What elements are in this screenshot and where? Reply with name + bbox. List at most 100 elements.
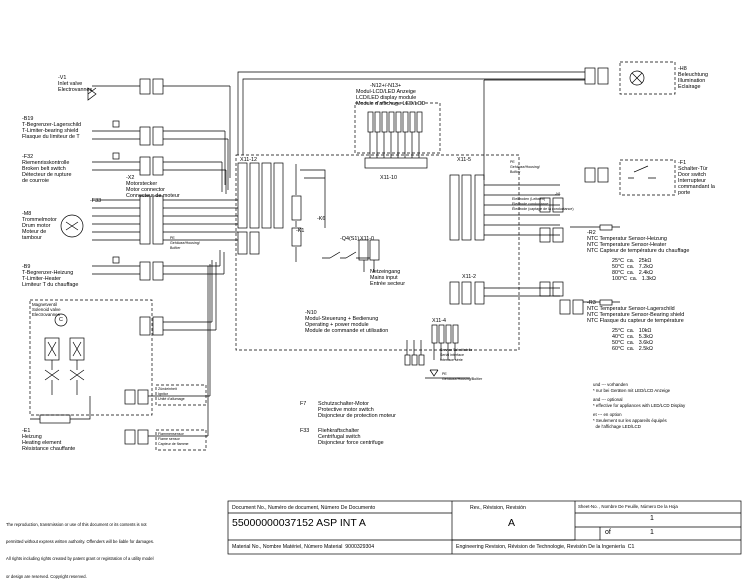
n1-label-1: Elektroden (Leitwert) <box>512 197 546 201</box>
n1-label-2: Electrode conductance <box>512 202 549 206</box>
solenoid-label-3: Electrovannes <box>32 312 60 317</box>
solenoid-c-marker: C <box>59 317 63 323</box>
note-3: and --- optional <box>593 397 623 402</box>
x11-12-ref: X11-12 <box>240 157 257 163</box>
x2-ref: -X2 <box>126 175 135 181</box>
n12-connector: X11-10 <box>380 175 397 181</box>
pe-right-label-1: PE <box>510 160 515 164</box>
b9-label-3: Limiteur T du chauffage <box>22 282 79 288</box>
note-5: et --- en option <box>593 412 622 417</box>
f32-label-4: de courroie <box>22 178 49 184</box>
of-value: 1 <box>650 529 654 536</box>
m8-label-4: tambour <box>22 235 42 241</box>
e1-ref: -E1 <box>22 428 31 434</box>
x11-2-ref: X11-2 <box>462 274 476 280</box>
solenoid-label-1: Magnetventil <box>32 302 57 307</box>
k1-ref: -K1 <box>296 228 305 234</box>
n12-label-1: Modul-LCD/LED Anzeige <box>356 89 416 95</box>
k6-ref: -K6 <box>317 216 326 222</box>
m8-label-3: Moteur de <box>22 229 47 235</box>
r3-value-3: 50°C ca. 3.6kΩ <box>612 340 653 346</box>
pe-left-label-3: Boîtier <box>170 246 181 250</box>
pe-left-label-1: PE <box>170 236 175 240</box>
pe-left-label-2: Gehäuse/Housing/ <box>170 241 200 245</box>
flame-label-1: Flammensensor <box>158 432 184 436</box>
x11-4-ref: X11-4 <box>432 318 446 324</box>
r2-ref: -R2 <box>587 230 596 236</box>
x11-0-label-2: Mains input <box>370 275 398 281</box>
b9-label-2: T-Limiter-Heater <box>22 276 61 282</box>
f1-label-1: Schalter-Tür <box>678 166 708 172</box>
f32-label-2: Broken belt switch <box>22 166 66 172</box>
h8-ref: -H8 <box>678 66 687 72</box>
n12-label-3: Module d'affichage LED/LCD <box>356 101 426 107</box>
r3-label-2: NTC Temperature Sensor-Bearing shield <box>587 312 685 318</box>
of-label: of <box>605 529 611 536</box>
f33-ref: -F33 <box>90 198 102 204</box>
b19-label-2: T-Limiter-bearing shield <box>22 128 79 134</box>
v1-ref: -V1 <box>58 75 67 81</box>
n12-label-2: LCD/LED display module <box>356 95 417 101</box>
legend-f7-label-3: Disjoncteur de protection moteur <box>318 413 396 419</box>
f32-ref: -F32 <box>22 154 34 160</box>
sheet-value: 1 <box>650 515 654 522</box>
left-connector-column <box>124 78 164 445</box>
pe-bottom-label-1: PE <box>442 372 447 376</box>
material-number: Material No., Nombre Matériel, Número Ma… <box>232 544 375 550</box>
x2-label-1: Motorstecker <box>126 181 158 187</box>
r3-ref: -R3 <box>587 300 596 306</box>
r3-label-1: NTC Temperatur Sensor-Lagerschild <box>587 306 675 312</box>
e1-label-2: Heating element <box>22 440 62 446</box>
disclaimer-line-1: The reproduction, transmission or use of… <box>6 521 147 527</box>
x11-5-ref: X11-5 <box>457 157 471 163</box>
e1-label-3: Résistance chauffante <box>22 446 76 452</box>
h8-label-3: Eclairage <box>678 84 701 90</box>
note-6: * Seulement sur les appareils équipés <box>593 418 667 423</box>
b9-ref: -B9 <box>22 264 31 270</box>
x11-0-ref: X11-0 <box>360 236 374 242</box>
legend-f33-label-3: Disjoncteur force centrifuge <box>318 440 384 446</box>
disclaimer-line-2: permitted without express written author… <box>6 538 155 544</box>
m8-label-1: Trommelmotor <box>22 217 57 223</box>
service-label-2: Serial interface <box>440 353 464 357</box>
x2-label-3: Connecteur de moteur <box>126 193 180 199</box>
r3-label-3: NTC Flasque du capteur de température <box>587 318 684 324</box>
flame-label-3: Capteur de flamme <box>158 442 189 446</box>
r2-label-2: NTC Temperature Sensor-Heater <box>587 242 667 248</box>
r2-value-2: 50°C ca. 7.2kΩ <box>612 264 653 270</box>
f1-ref: -F1 <box>678 160 687 166</box>
disclaimer-line-4: or design are reserved. Copyright reserv… <box>6 573 87 579</box>
f1-label-2: Door switch <box>678 172 707 178</box>
h8-label-1: Beleuchtung <box>678 72 708 78</box>
v1-label-1: Inlet valve <box>58 81 83 87</box>
ignitor-label-1: Zündeinheit <box>158 387 177 391</box>
x2-label-2: Motor connector <box>126 187 165 193</box>
pe-right-label-2: Gehäuse/Housing/ <box>510 165 540 169</box>
legend-f7-ref: F7 <box>300 401 307 407</box>
ignitor-label-2: Ignitor <box>158 392 168 396</box>
note-1: und --- vorhanden <box>593 382 628 387</box>
r3-value-2: 40°C ca. 5.3kΩ <box>612 334 653 340</box>
n10-label-1: Modul-Steuerung + Bedienung <box>305 316 379 322</box>
pe-bottom-label-2: Gehäuse/Housing/Boîtier <box>442 377 483 381</box>
disclaimer-line-3: All rights including rights created by p… <box>6 556 154 562</box>
note-7: de l'affichage LED/LCD <box>593 424 641 429</box>
service-label-1: Service Schnittstelle <box>440 348 473 352</box>
legend-f33-ref: F33 <box>300 428 310 434</box>
n1-ref: -N1 <box>555 192 561 196</box>
b9-label-1: T-Begrenzer-Heizung <box>22 270 74 276</box>
n10-label-2: Operating + power module <box>305 322 369 328</box>
legend-f33-label-1: Fliehkraftschalter <box>318 428 360 434</box>
q4-ref: -Q4(S1) <box>340 236 360 242</box>
note-2: * nur bei Geräten mit LED/LCD Anzeige <box>593 388 671 393</box>
r3-value-4: 60°C ca. 2.5kΩ <box>612 346 653 352</box>
b19-label-3: Flasque du limiteur de T <box>22 134 80 140</box>
m8-label-2: Drum motor <box>22 223 51 229</box>
solenoid-label-2: Solenoid valve <box>32 307 61 312</box>
r2-label-1: NTC Temperatur Sensor-Heizung <box>587 236 667 242</box>
document-number-header: Document No., Numéro de document, Número… <box>232 505 376 511</box>
legend-f7-label-2: Protective motor switch <box>318 407 374 413</box>
r2-value-1: 25°C ca. 25kΩ <box>612 258 652 264</box>
revision-header: Rev., Révision, Revisión <box>470 505 526 511</box>
